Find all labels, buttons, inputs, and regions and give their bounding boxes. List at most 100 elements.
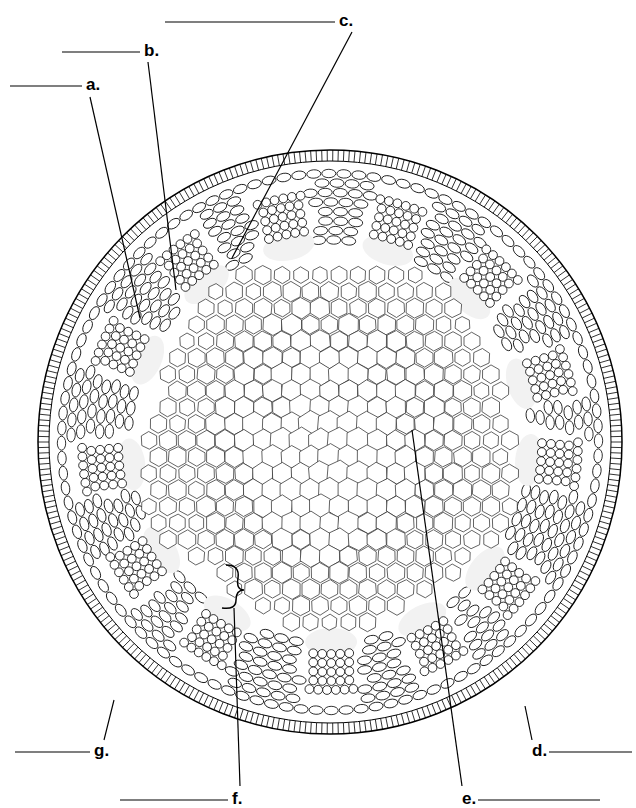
bundle-cell: [265, 235, 274, 244]
cortex-cell: [267, 680, 283, 691]
bundle-cell: [345, 676, 354, 685]
bundle-cell: [88, 464, 97, 473]
bundle-cell: [110, 560, 119, 569]
cortex-cell: [381, 174, 396, 185]
bundle-cell: [499, 602, 508, 611]
cortex-cell: [104, 590, 119, 606]
pith-cell: [463, 398, 480, 417]
pith-cell: [455, 514, 470, 532]
bundle-cell: [278, 213, 287, 222]
cortex-cell: [70, 346, 83, 362]
pith-cell: [179, 498, 195, 516]
cortex-cell: [193, 671, 209, 685]
cortex-cell: [564, 504, 576, 520]
bundle-cell: [395, 209, 404, 218]
bundle-cell: [232, 628, 241, 637]
cortex-cell: [543, 400, 553, 415]
bundle-cell: [217, 619, 226, 628]
cortex-cell: [465, 603, 481, 618]
bundle-cell: [309, 667, 318, 676]
bundle-cell: [505, 279, 514, 288]
bundle-cell: [124, 347, 133, 356]
pith-cell: [265, 580, 281, 598]
cortex-cell: [277, 672, 292, 683]
leader-line: [232, 32, 352, 258]
cortex-cell: [71, 382, 82, 397]
cortex-cell: [95, 424, 104, 438]
bundle-cell: [114, 443, 123, 452]
cortex-cell: [545, 415, 555, 430]
bundle-cell: [318, 668, 327, 677]
pith-cell: [425, 463, 443, 483]
leader-line: [525, 706, 532, 740]
bundle-cell: [121, 355, 130, 364]
pith-cell: [446, 564, 461, 581]
pith-cell: [474, 349, 490, 367]
cortex-cell: [584, 427, 593, 441]
bundle-cell: [123, 546, 132, 555]
bundle-cell: [285, 202, 294, 211]
pith-cell: [226, 546, 244, 567]
bundle-cell: [336, 649, 345, 658]
cortex-cell: [572, 400, 582, 415]
cortex-cell: [291, 170, 306, 180]
bundle-cell: [130, 574, 139, 583]
cortex-cell: [287, 645, 302, 656]
cortex-cell: [337, 169, 351, 178]
pith-cell: [246, 283, 260, 299]
pith-cell: [425, 430, 443, 451]
bundle-cell: [570, 482, 579, 491]
bundle-cell: [398, 229, 407, 238]
pith-cell: [141, 465, 156, 483]
bundle-cell: [296, 210, 305, 219]
bundle-cell: [289, 220, 298, 229]
bundle-cell: [552, 476, 561, 485]
bundle-cell: [385, 197, 394, 206]
bundle-cell: [215, 639, 224, 648]
pith-cell: [264, 547, 281, 566]
bundle-cell: [327, 668, 336, 677]
pith-cell: [436, 316, 451, 333]
cortex-cell: [204, 194, 220, 208]
cortex-cell: [348, 189, 363, 199]
cortex-cell: [96, 578, 111, 594]
pith-cell: [493, 382, 509, 400]
pith-cell: [455, 548, 470, 565]
answer-line: [478, 799, 600, 800]
bundle-cell: [538, 439, 547, 448]
pith-cell: [502, 498, 517, 515]
pith-cell: [198, 299, 214, 317]
bundle-cell: [393, 199, 402, 208]
cortex-cell: [362, 644, 377, 655]
cortex-cell: [75, 332, 88, 348]
pith-cell: [349, 563, 367, 583]
bundle-cell: [128, 339, 137, 348]
pith-cell: [454, 447, 472, 467]
bundle-cell: [428, 634, 437, 643]
answer-line: [548, 751, 632, 752]
cortex-cell: [464, 207, 480, 222]
cortex-cell: [555, 415, 565, 430]
pith-cell: [445, 398, 462, 416]
cortex-cell: [324, 198, 338, 206]
pith-cell: [368, 298, 385, 317]
cortex-cell: [89, 389, 100, 404]
cortex-cell: [289, 636, 304, 647]
cortex-cell: [158, 286, 174, 302]
pith-cell: [463, 497, 480, 516]
bundle-cell: [547, 440, 556, 449]
cortex-cell: [446, 251, 462, 266]
bundle-cell: [572, 464, 581, 473]
bundle-cell: [136, 343, 145, 352]
cortex-cell: [313, 226, 327, 235]
cortex-cell: [247, 178, 263, 190]
pith-cell: [455, 317, 470, 333]
pith-cell: [160, 497, 177, 516]
pith-cell: [482, 497, 499, 517]
pith-cell: [197, 430, 215, 450]
pith-cell: [255, 530, 272, 549]
bundle-cell: [513, 276, 522, 285]
cortex-cell: [164, 588, 180, 604]
pith-cell: [169, 381, 187, 401]
cortex-cell: [478, 653, 494, 668]
